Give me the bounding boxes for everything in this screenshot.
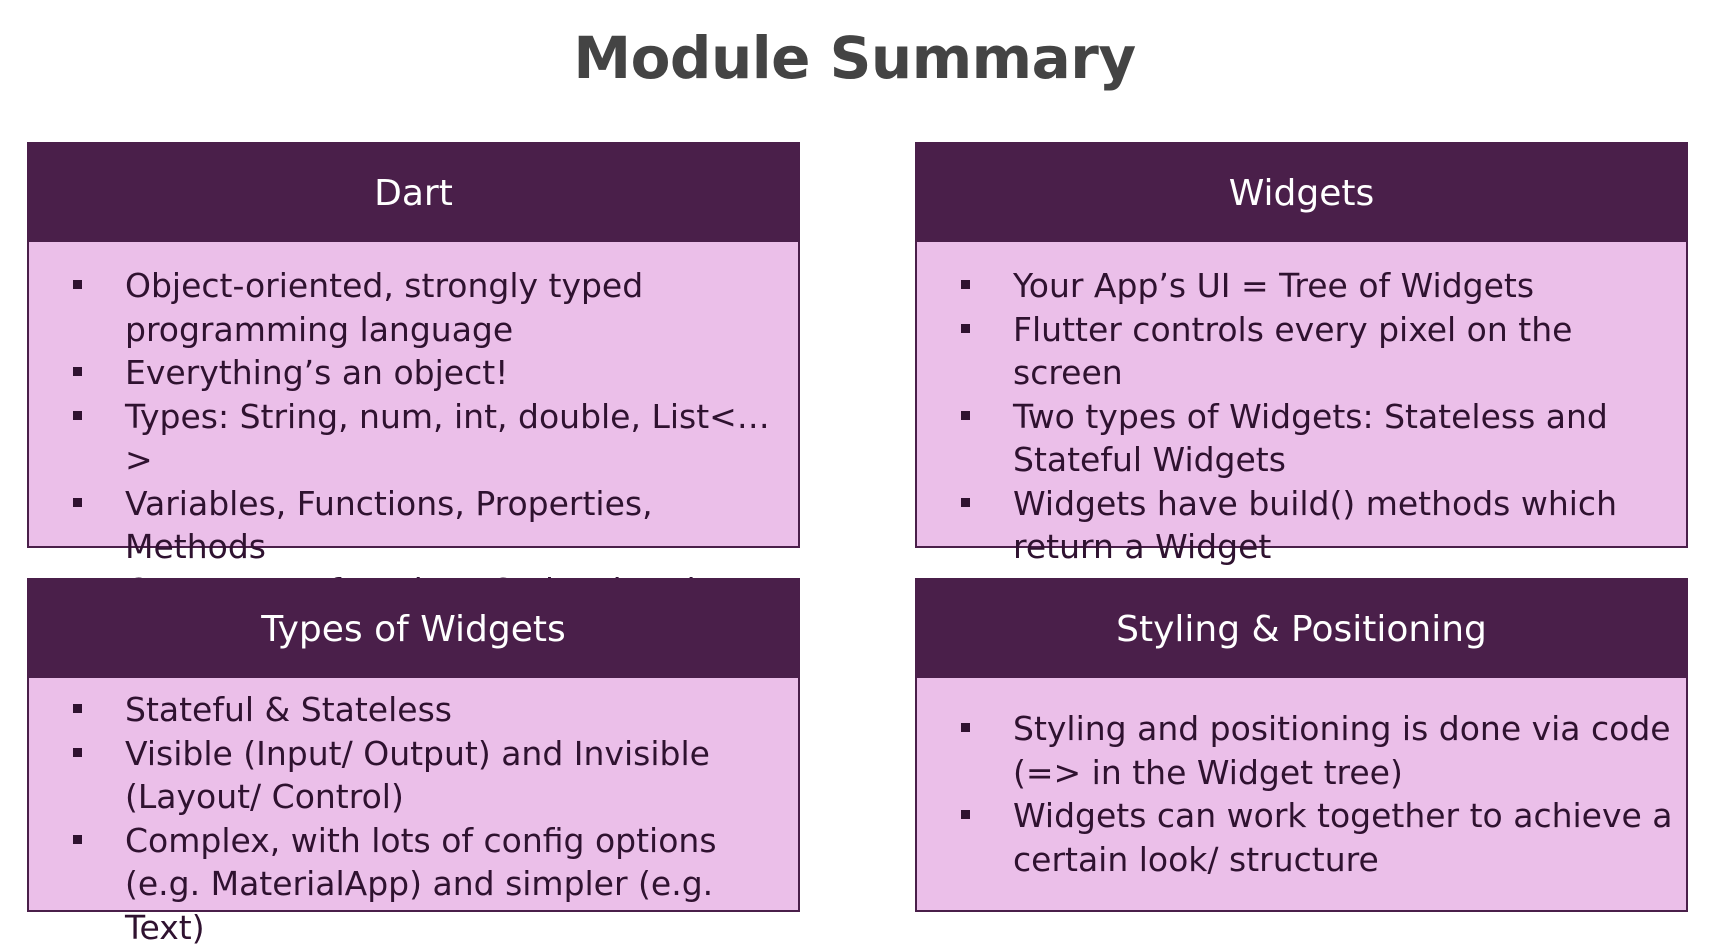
list-item-text: Your App’s UI = Tree of Widgets: [1013, 266, 1534, 305]
bullet-icon: [961, 411, 970, 420]
bullet-icon: [73, 704, 82, 713]
list-item: Stateful & Stateless: [47, 688, 788, 732]
list-item-text: Variables, Functions, Properties, Method…: [125, 484, 653, 567]
bullet-icon: [73, 748, 82, 757]
list-item-text: Widgets have build() methods which retur…: [1013, 484, 1617, 567]
list-item-text: Widgets can work together to achieve a c…: [1013, 796, 1673, 879]
list-item: Object-oriented, strongly typed programm…: [47, 264, 788, 351]
list-item-text: Stateful & Stateless: [125, 690, 452, 729]
list-item: Widgets have build() methods which retur…: [935, 482, 1676, 569]
bullet-icon: [961, 810, 970, 819]
bullet-icon: [73, 835, 82, 844]
list-item-text: Everything’s an object!: [125, 353, 508, 392]
bullet-icon: [961, 498, 970, 507]
card-types-of-widgets: Types of Widgets Stateful & Stateless Vi…: [27, 578, 800, 912]
card-header: Types of Widgets: [29, 580, 798, 678]
list-item: Visible (Input/ Output) and Invisible (L…: [47, 732, 788, 819]
list-item-text: Two types of Widgets: Stateless and Stat…: [1013, 397, 1608, 480]
list-item-text: Visible (Input/ Output) and Invisible (L…: [125, 734, 710, 817]
bullet-icon: [73, 367, 82, 376]
page-title: Module Summary: [0, 24, 1709, 92]
bullet-list: Object-oriented, strongly typed programm…: [47, 264, 788, 612]
card-body: Object-oriented, strongly typed programm…: [29, 242, 798, 612]
card-body: Stateful & Stateless Visible (Input/ Out…: [29, 678, 798, 949]
card-dart: Dart Object-oriented, strongly typed pro…: [27, 142, 800, 548]
list-item: Types: String, num, int, double, List<…>: [47, 395, 788, 482]
list-item-text: Styling and positioning is done via code…: [1013, 709, 1671, 792]
list-item-text: Complex, with lots of config options (e.…: [125, 821, 717, 947]
list-item: Complex, with lots of config options (e.…: [47, 819, 788, 949]
bullet-icon: [961, 723, 970, 732]
list-item-text: Object-oriented, strongly typed programm…: [125, 266, 643, 349]
card-body: Styling and positioning is done via code…: [917, 678, 1686, 910]
card-header: Widgets: [917, 144, 1686, 242]
list-item: Your App’s UI = Tree of Widgets: [935, 264, 1676, 308]
bullet-icon: [73, 411, 82, 420]
bullet-list: Your App’s UI = Tree of Widgets Flutter …: [935, 264, 1676, 569]
bullet-icon: [961, 324, 970, 333]
bullet-list: Stateful & Stateless Visible (Input/ Out…: [47, 688, 788, 949]
card-header: Styling & Positioning: [917, 580, 1686, 678]
bullet-icon: [961, 280, 970, 289]
card-body: Your App’s UI = Tree of Widgets Flutter …: [917, 242, 1686, 569]
list-item: Flutter controls every pixel on the scre…: [935, 308, 1676, 395]
card-widgets: Widgets Your App’s UI = Tree of Widgets …: [915, 142, 1688, 548]
bullet-icon: [73, 498, 82, 507]
bullet-icon: [73, 280, 82, 289]
list-item: Two types of Widgets: Stateless and Stat…: [935, 395, 1676, 482]
list-item: Widgets can work together to achieve a c…: [935, 794, 1676, 881]
list-item: Everything’s an object!: [47, 351, 788, 395]
list-item: Styling and positioning is done via code…: [935, 707, 1676, 794]
list-item: Variables, Functions, Properties, Method…: [47, 482, 788, 569]
bullet-list: Styling and positioning is done via code…: [935, 707, 1676, 881]
card-header: Dart: [29, 144, 798, 242]
list-item-text: Types: String, num, int, double, List<…>: [125, 397, 770, 480]
card-styling-positioning: Styling & Positioning Styling and positi…: [915, 578, 1688, 912]
list-item-text: Flutter controls every pixel on the scre…: [1013, 310, 1572, 393]
